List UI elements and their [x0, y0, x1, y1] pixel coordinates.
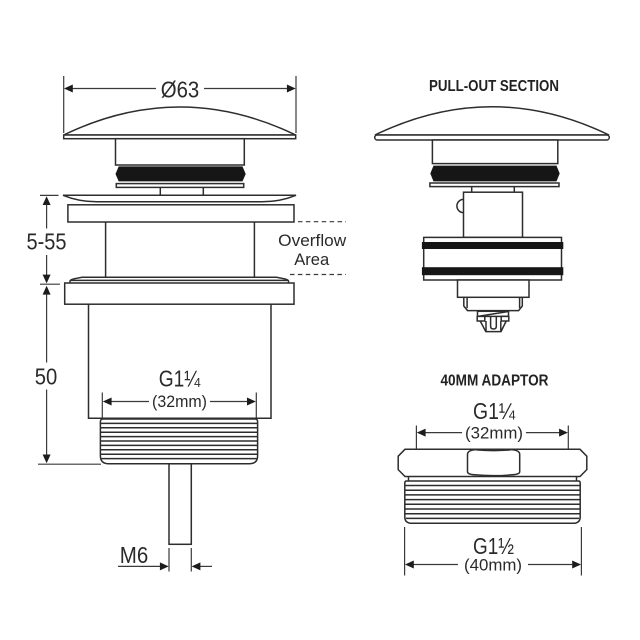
svg-text:(32mm): (32mm): [152, 392, 207, 411]
svg-text:(32mm): (32mm): [465, 424, 523, 443]
svg-text:G1¼: G1¼: [159, 365, 201, 391]
svg-text:M6: M6: [120, 542, 149, 568]
svg-text:Overflow: Overflow: [278, 231, 347, 250]
svg-text:40MM ADAPTOR: 40MM ADAPTOR: [441, 373, 549, 390]
svg-text:G1½: G1½: [473, 533, 514, 559]
svg-text:PULL-OUT SECTION: PULL-OUT SECTION: [429, 78, 559, 95]
svg-text:50: 50: [35, 363, 58, 389]
svg-text:G1¼: G1¼: [473, 398, 515, 424]
svg-text:5-55: 5-55: [27, 228, 67, 254]
svg-text:Area: Area: [294, 250, 330, 269]
svg-text:(40mm): (40mm): [464, 555, 522, 574]
svg-text:Ø63: Ø63: [161, 77, 200, 103]
